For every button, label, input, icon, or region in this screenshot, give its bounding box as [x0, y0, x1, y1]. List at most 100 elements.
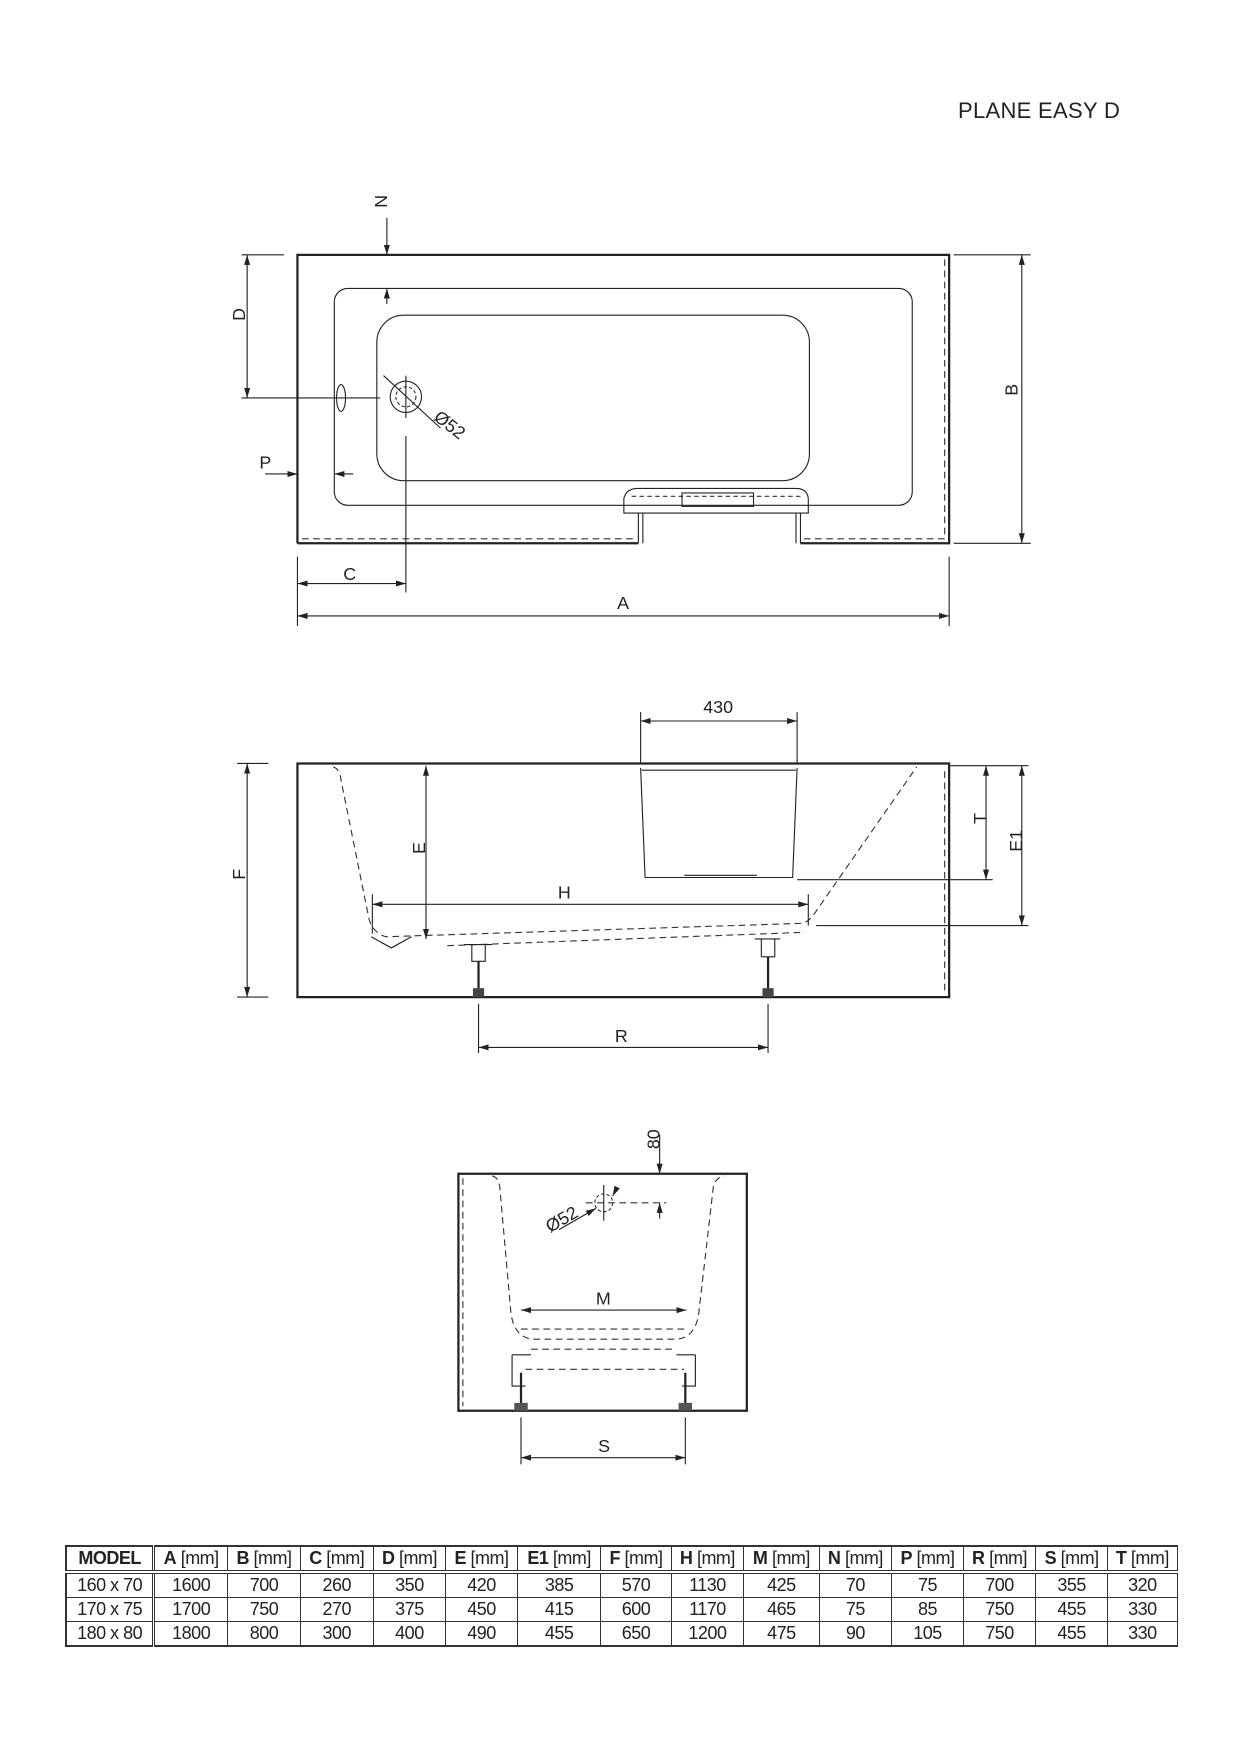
tub-profile	[333, 766, 918, 938]
cell-e: 420	[445, 1571, 518, 1598]
cell-e: 450	[445, 1597, 518, 1622]
header-unit: [mm]	[771, 1548, 811, 1568]
header-unit: [mm]	[1060, 1548, 1100, 1568]
header-unit: [mm]	[470, 1548, 510, 1568]
handle-panel	[623, 487, 809, 544]
label-s: S	[598, 1436, 610, 1456]
cell-e: 490	[445, 1621, 518, 1647]
header-key: H	[679, 1548, 693, 1568]
header-key: F	[609, 1548, 621, 1568]
label-b: B	[1001, 384, 1021, 396]
cell-p: 75	[891, 1571, 964, 1598]
header-unit: [mm]	[326, 1548, 365, 1568]
cell-e1: 415	[516, 1597, 602, 1622]
label-end-drain-diameter: Ø52	[542, 1202, 581, 1236]
cell-a: 1800	[153, 1621, 229, 1647]
cell-r: 700	[962, 1571, 1037, 1598]
cell-h: 1170	[670, 1597, 745, 1622]
label-c: C	[343, 564, 356, 584]
label-n: N	[371, 195, 391, 208]
header-unit: [mm]	[916, 1548, 956, 1568]
header-unit: [mm]	[552, 1548, 592, 1568]
cell-r: 750	[962, 1621, 1037, 1647]
header-unit: [mm]	[180, 1548, 220, 1568]
cell-s: 455	[1035, 1621, 1108, 1647]
cell-m: 425	[743, 1571, 820, 1598]
header-key: N	[827, 1548, 841, 1568]
label-e1: E1	[1006, 830, 1026, 852]
cell-c: 260	[299, 1571, 374, 1598]
cell-d: 400	[372, 1621, 447, 1647]
side-outline	[296, 762, 951, 999]
panel-box	[640, 767, 798, 879]
cell-t: 330	[1106, 1597, 1179, 1622]
header-key: A	[163, 1548, 177, 1568]
end-view: Ø52 80 M S	[457, 1129, 748, 1465]
label-p: P	[259, 452, 271, 472]
cell-model: 180 x 80	[65, 1621, 156, 1647]
header-key: P	[900, 1548, 912, 1568]
header-unit: [mm]	[1130, 1548, 1170, 1568]
header-model: MODEL	[65, 1545, 156, 1574]
header-e: E [mm]	[445, 1545, 518, 1574]
cell-s: 355	[1035, 1571, 1108, 1598]
cell-m: 475	[743, 1621, 820, 1647]
cell-r: 750	[962, 1597, 1037, 1622]
cell-n: 90	[818, 1621, 893, 1647]
cell-e1: 455	[516, 1621, 602, 1647]
header-key: B	[236, 1548, 250, 1568]
cell-d: 350	[372, 1571, 447, 1598]
header-unit: [mm]	[844, 1548, 884, 1568]
header-s: S [mm]	[1035, 1545, 1108, 1574]
cell-model: 170 x 75	[65, 1597, 156, 1622]
cell-d: 375	[372, 1597, 447, 1622]
header-t: T [mm]	[1106, 1545, 1179, 1574]
cell-a: 1600	[153, 1571, 229, 1598]
label-h: H	[558, 883, 571, 903]
header-e1: E1 [mm]	[516, 1545, 602, 1574]
support-feet	[464, 938, 781, 998]
cell-c: 300	[299, 1621, 374, 1647]
label-a: A	[617, 593, 629, 613]
cell-p: 85	[891, 1597, 964, 1622]
label-e: E	[409, 842, 429, 854]
cell-m: 465	[743, 1597, 820, 1622]
label-drain-diameter: Ø52	[430, 407, 469, 444]
cell-a: 1700	[153, 1597, 229, 1622]
header-b: B [mm]	[227, 1545, 301, 1574]
header-r: R [mm]	[962, 1545, 1037, 1574]
cell-t: 320	[1106, 1571, 1179, 1598]
header-p: P [mm]	[891, 1545, 964, 1574]
cell-f: 570	[600, 1571, 672, 1598]
cell-h: 1200	[670, 1621, 745, 1647]
cell-n: 75	[818, 1597, 893, 1622]
header-key: E1	[527, 1548, 549, 1568]
header-unit: [mm]	[253, 1548, 293, 1568]
header-key: T	[1115, 1548, 1127, 1568]
header-m: M [mm]	[743, 1545, 820, 1574]
drawing-title: PLANE EASY D	[958, 98, 1121, 123]
header-unit: [mm]	[624, 1548, 664, 1568]
header-n: N [mm]	[818, 1545, 893, 1574]
header-key: D	[381, 1548, 395, 1568]
header-a: A [mm]	[153, 1545, 229, 1574]
cell-s: 455	[1035, 1597, 1108, 1622]
header-key: C	[309, 1548, 322, 1568]
end-tub-profile	[491, 1175, 725, 1340]
header-key: M	[752, 1548, 768, 1568]
tub-outline	[296, 253, 951, 545]
drain-leader	[383, 375, 441, 429]
header-key: S	[1044, 1548, 1057, 1568]
label-r: R	[615, 1026, 628, 1046]
header-h: H [mm]	[670, 1545, 745, 1574]
end-outline	[457, 1172, 748, 1412]
header-key: R	[972, 1548, 985, 1568]
tub-basin	[376, 314, 810, 482]
cell-n: 70	[818, 1571, 893, 1598]
cell-h: 1130	[670, 1571, 745, 1598]
label-80: 80	[644, 1129, 664, 1149]
